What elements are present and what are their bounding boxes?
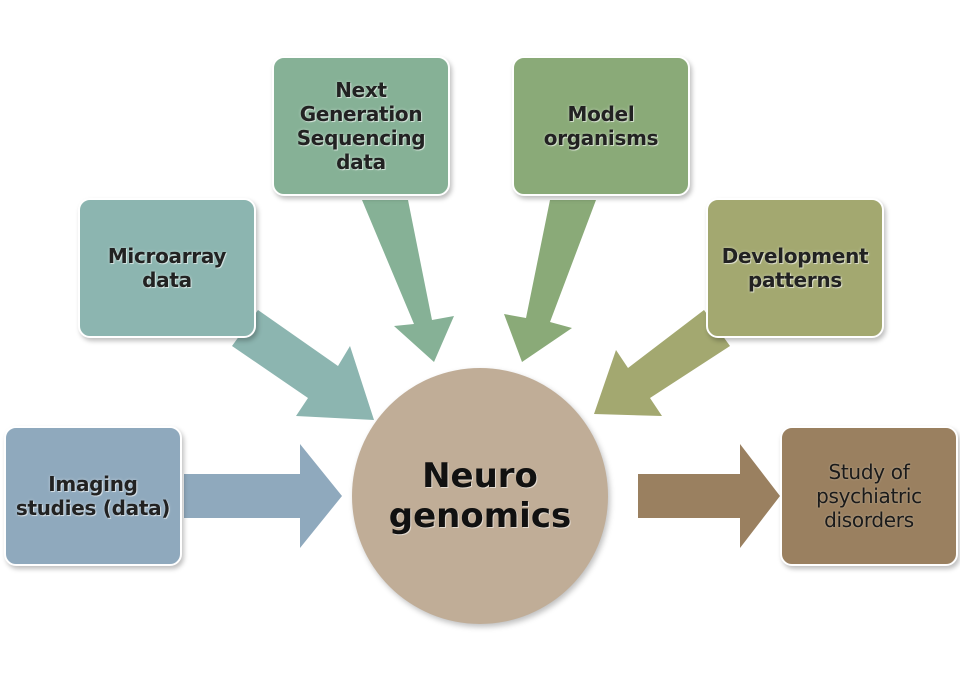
imaging-studies-label: Imaging studies (data) xyxy=(15,472,171,520)
next-generation-sequencing-box: Next Generation Sequencing data xyxy=(272,56,450,196)
arrow-ngs xyxy=(362,200,454,362)
arrow-model xyxy=(504,200,596,362)
study-psychiatric-disorders-box: Study of psychiatric disorders xyxy=(780,426,958,566)
arrow-study xyxy=(638,444,780,548)
neurogenomics-hub: Neuro genomics xyxy=(352,368,608,624)
study-psychiatric-disorders-label: Study of psychiatric disorders xyxy=(816,460,922,532)
next-generation-sequencing-label: Next Generation Sequencing data xyxy=(296,78,426,174)
arrow-imaging xyxy=(184,444,342,548)
microarray-data-box: Microarray data xyxy=(78,198,256,338)
development-patterns-label: Development patterns xyxy=(721,244,869,292)
imaging-studies-box: Imaging studies (data) xyxy=(4,426,182,566)
arrow-microarray xyxy=(232,310,374,420)
model-organisms-box: Model organisms xyxy=(512,56,690,196)
development-patterns-box: Development patterns xyxy=(706,198,884,338)
microarray-data-label: Microarray data xyxy=(107,244,227,292)
arrow-development xyxy=(594,310,730,416)
hub-label: Neuro genomics xyxy=(388,456,572,536)
model-organisms-label: Model organisms xyxy=(543,102,659,150)
